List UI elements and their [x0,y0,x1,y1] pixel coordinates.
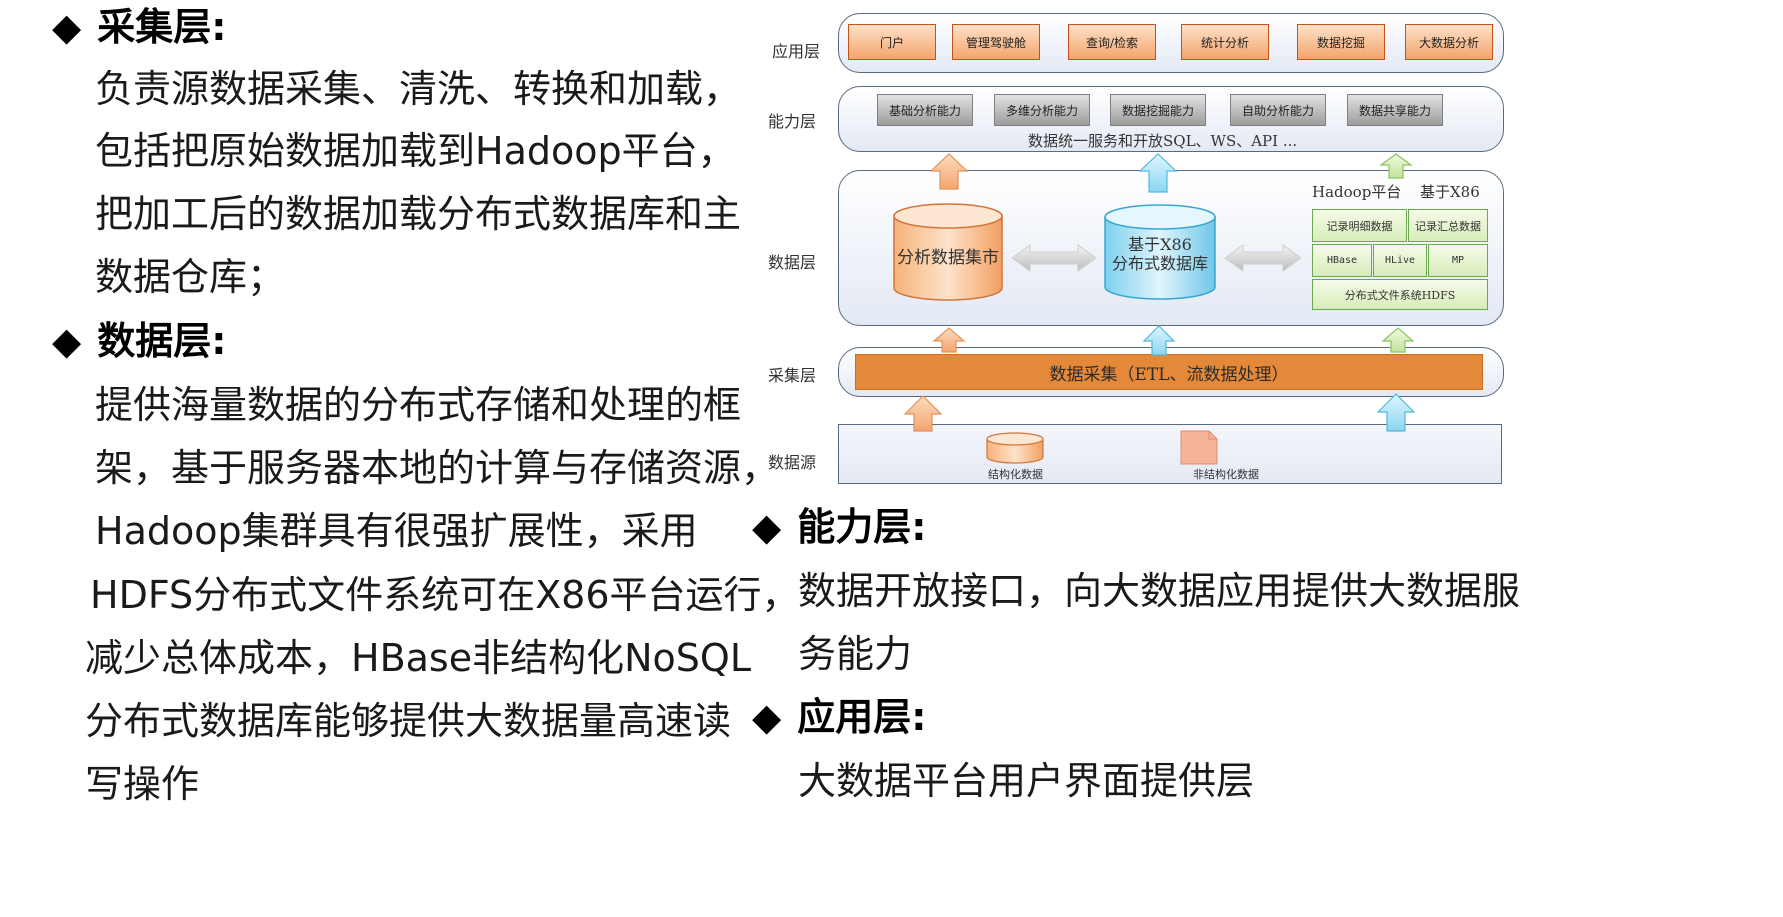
bullet-diamond-icon: ◆ [52,319,82,363]
app-box-statistics: 统计分析 [1181,24,1269,60]
capability-line-2: 务能力 [798,632,913,676]
source-layer-band [838,424,1502,484]
capability-line-1: 数据开放接口，向大数据应用提供大数据服 [798,569,1521,613]
data-line-6: 分布式数据库能够提供大数据量高速读 [85,699,732,743]
data-line-1: 提供海量数据的分布式存储和处理的框 [95,383,742,427]
etl-collect-bar: 数据采集（ETL、流数据处理） [855,354,1483,390]
structured-data-label: 结构化数据 [988,468,1043,481]
source-layer-label: 数据源 [768,453,817,472]
x86-label: 基于X86 [1420,183,1480,201]
data-layer-heading: ◆数据层: [52,319,227,363]
hadoop-cell-mp: MP [1428,244,1488,277]
hadoop-cell-summary: 记录汇总数据 [1408,209,1488,242]
bullet-diamond-icon: ◆ [752,695,782,739]
collect-line-2: 包括把原始数据加载到Hadoop平台， [95,129,736,173]
data-line-5: 减少总体成本，HBase非结构化NoSQL [85,636,751,680]
capability-box-multidim: 多维分析能力 [994,94,1090,126]
collect-layer-label: 采集层 [768,366,817,385]
capability-box-sharing: 数据共享能力 [1347,94,1443,126]
data-mart-label: 分析数据集市 [897,248,999,268]
app-box-cockpit: 管理驾驶舱 [952,24,1040,60]
data-line-7: 写操作 [85,762,200,806]
collect-line-3: 把加工后的数据加载分布式数据库和主 [95,192,742,236]
bullet-diamond-icon: ◆ [52,5,82,49]
hadoop-cell-hlive: HLive [1373,244,1427,277]
capability-layer-label: 能力层 [768,112,817,131]
data-layer-label: 数据层 [768,253,817,272]
data-line-4: HDFS分布式文件系统可在X86平台运行， [90,573,800,617]
hadoop-cell-hdfs: 分布式文件系统HDFS [1312,279,1488,310]
capability-box-basic: 基础分析能力 [877,94,973,126]
app-box-portal: 门户 [848,24,936,60]
collect-layer-heading: ◆采集层: [52,5,227,49]
hadoop-platform-label: Hadoop平台 [1312,183,1402,201]
app-box-bigdata: 大数据分析 [1405,24,1493,60]
app-box-query: 查询/检索 [1068,24,1156,60]
capability-box-selfservice: 自助分析能力 [1230,94,1326,126]
distributed-db-label-line1: 基于X86 [1128,235,1192,254]
app-layer-label: 应用层 [772,42,821,61]
data-line-3: Hadoop集群具有很强扩展性，采用 [95,509,698,553]
capability-layer-heading: ◆能力层: [752,505,927,549]
application-layer-heading: ◆应用层: [752,695,927,739]
app-box-mining: 数据挖掘 [1297,24,1385,60]
application-line-1: 大数据平台用户界面提供层 [798,759,1255,803]
unstructured-data-label: 非结构化数据 [1193,468,1259,481]
hadoop-cell-detail: 记录明细数据 [1312,209,1407,242]
capability-service-text: 数据统一服务和开放SQL、WS、API ... [1028,132,1298,150]
hadoop-cell-hbase: HBase [1312,244,1372,277]
app-layer-band [838,13,1504,73]
collect-line-4: 数据仓库； [95,255,286,299]
distributed-db-label-line2: 分布式数据库 [1111,254,1208,273]
data-line-2: 架，基于服务器本地的计算与存储资源， [95,446,780,490]
collect-line-1: 负责源数据采集、清洗、转换和加载， [95,67,742,111]
bullet-diamond-icon: ◆ [752,505,782,549]
capability-box-mining: 数据挖掘能力 [1110,94,1206,126]
